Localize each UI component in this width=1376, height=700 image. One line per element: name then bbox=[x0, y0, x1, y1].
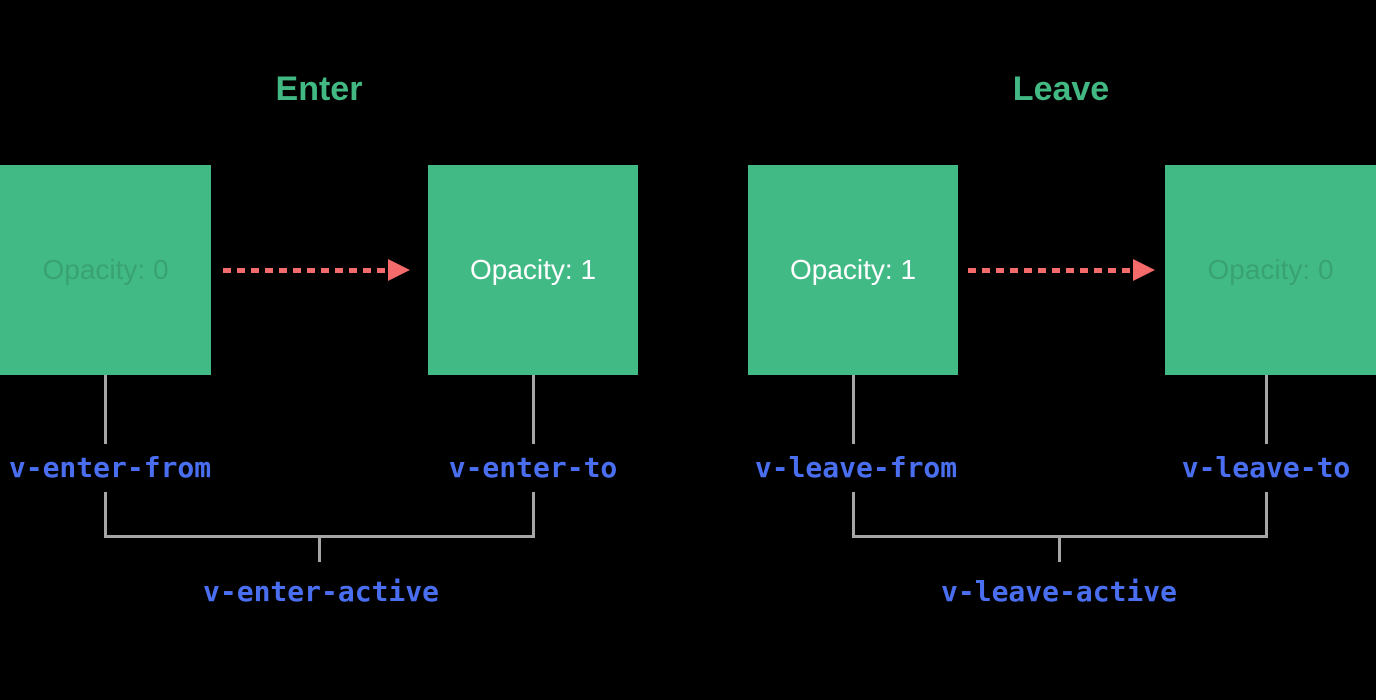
leave-active-bracket-stub bbox=[1058, 538, 1061, 562]
leave-transition-arrow bbox=[968, 258, 1155, 282]
enter-to-box: Opacity: 1 bbox=[428, 165, 638, 375]
arrow-head-icon bbox=[1133, 259, 1155, 281]
leave-to-box: Opacity: 0 bbox=[1165, 165, 1376, 375]
enter-active-bracket bbox=[104, 535, 535, 538]
leave-section-title: Leave bbox=[1012, 70, 1110, 108]
leave-active-bracket bbox=[852, 535, 1268, 538]
leave-active-class-label: v-leave-active bbox=[940, 575, 1178, 608]
enter-active-bracket-stub bbox=[318, 538, 321, 562]
opacity-label: Opacity: 0 bbox=[42, 254, 169, 285]
enter-from-box: Opacity: 0 bbox=[0, 165, 211, 375]
leave-to-class-label: v-leave-to bbox=[1169, 444, 1363, 492]
enter-section-title: Enter bbox=[275, 70, 363, 108]
enter-from-class-label: v-enter-from bbox=[0, 444, 224, 492]
opacity-label: Opacity: 1 bbox=[469, 254, 597, 285]
arrow-dashes bbox=[223, 268, 389, 273]
enter-transition-arrow bbox=[223, 258, 410, 282]
enter-to-class-label: v-enter-to bbox=[436, 444, 630, 492]
opacity-label: Opacity: 0 bbox=[1207, 254, 1334, 285]
leave-from-box: Opacity: 1 bbox=[748, 165, 958, 375]
enter-active-class-label: v-enter-active bbox=[202, 575, 440, 608]
leave-from-class-label: v-leave-from bbox=[742, 444, 970, 492]
opacity-label: Opacity: 1 bbox=[789, 254, 917, 285]
arrow-dashes bbox=[968, 268, 1134, 273]
arrow-head-icon bbox=[388, 259, 410, 281]
